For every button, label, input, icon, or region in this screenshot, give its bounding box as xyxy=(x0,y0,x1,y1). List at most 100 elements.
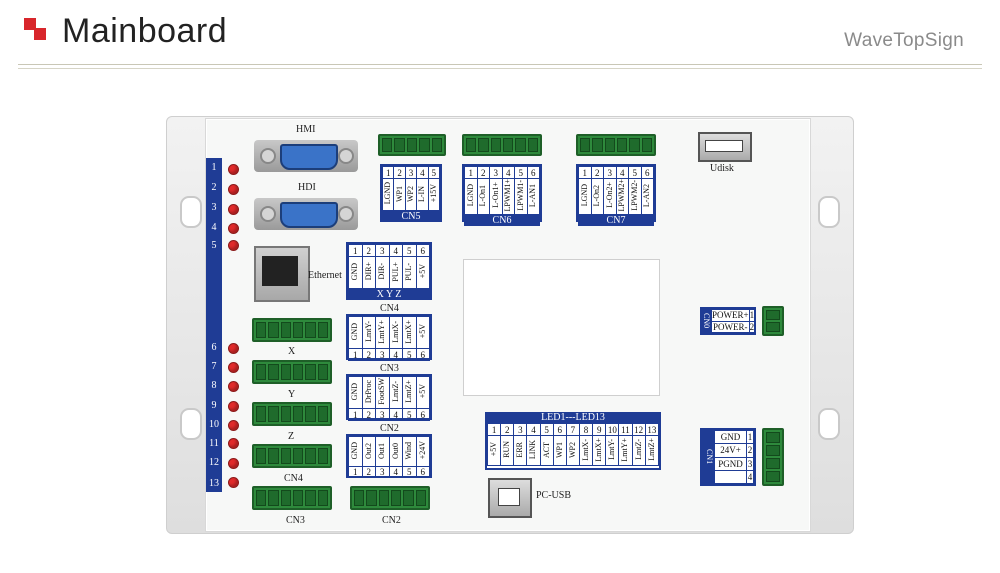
pin-label: L-On1+ xyxy=(490,182,500,209)
pin-number: 6 xyxy=(552,423,567,436)
pin-label: FootSW xyxy=(377,378,387,405)
pin-label: LPWM2+ xyxy=(617,179,627,212)
pin-number: 3 xyxy=(404,166,418,179)
pin-number: 4 xyxy=(526,423,541,436)
led-number: 9 xyxy=(211,400,217,411)
logo-square-bottom xyxy=(34,28,46,40)
pin-label: 24V+ xyxy=(713,443,748,458)
cn7-terminal[interactable] xyxy=(576,134,656,156)
pin-label: LmtZ- xyxy=(390,381,400,402)
status-led xyxy=(228,204,239,215)
pin-number: 4 xyxy=(388,348,403,361)
pin-number: 9 xyxy=(592,423,607,436)
pin-label: +5V xyxy=(489,442,499,457)
pin-number: 2 xyxy=(476,166,490,179)
mounting-slot xyxy=(818,196,840,228)
pin-number: 2 xyxy=(361,348,376,361)
pin-label: LmtZ- xyxy=(633,439,643,460)
pc-usb-label: PC-USB xyxy=(536,490,572,501)
pin-label: ACT xyxy=(541,441,551,458)
z-terminal-label: Z xyxy=(288,431,295,442)
screw-icon xyxy=(260,206,276,222)
pin-number: 5 xyxy=(539,423,554,436)
pin-number: 1 xyxy=(578,166,592,179)
pin-label: PUL+ xyxy=(390,261,400,282)
pin-label: DrProc xyxy=(363,379,373,404)
status-led xyxy=(228,164,239,175)
pin-label: PGND xyxy=(713,456,748,471)
z-axis-terminal[interactable] xyxy=(252,402,332,426)
page-title: Mainboard xyxy=(62,12,228,50)
pin-number: 4 xyxy=(388,408,403,421)
screw-icon xyxy=(338,206,354,222)
pin-label: LmtZ+ xyxy=(646,438,656,461)
x-terminal-label: X xyxy=(288,346,296,357)
pin-number: 2 xyxy=(361,408,376,421)
pin-number: 1 xyxy=(348,408,363,421)
status-led xyxy=(228,343,239,354)
cn3-terminal[interactable] xyxy=(252,486,332,510)
pin-label: GND xyxy=(350,441,360,460)
pin-label: LPWM1- xyxy=(515,179,525,211)
pin-label: +5V xyxy=(417,264,427,279)
pin-number: 5 xyxy=(514,166,528,179)
cn4-terminal-label: CN4 xyxy=(284,473,303,484)
pin-number: 3 xyxy=(489,166,503,179)
header-divider-secondary xyxy=(18,68,982,69)
pc-usb-port[interactable] xyxy=(488,478,532,518)
pin-label: LPWM1+ xyxy=(503,179,513,212)
pin-label: LmtX+ xyxy=(594,437,604,462)
status-led xyxy=(228,223,239,234)
pin-number: 3 xyxy=(746,456,754,471)
pin-number: 1 xyxy=(746,429,754,445)
pin-number: 4 xyxy=(388,244,403,257)
pin-label: +5V xyxy=(417,324,427,339)
pin-number: 3 xyxy=(603,166,617,179)
cn2-terminal[interactable] xyxy=(350,486,430,510)
cn0-title: CN0 xyxy=(702,309,711,333)
hdi-connector[interactable] xyxy=(254,198,358,230)
cn3-title: CN3 xyxy=(380,363,399,374)
x-axis-terminal[interactable] xyxy=(252,318,332,342)
led-number: 10 xyxy=(209,419,219,430)
pin-label: L-On2+ xyxy=(604,182,614,209)
pin-number: 11 xyxy=(618,423,633,436)
pin-label: GND xyxy=(350,262,360,281)
pin-label: LmtZ+ xyxy=(404,380,414,403)
pin-label: LPWM2- xyxy=(629,179,639,211)
power-cn1-terminal[interactable] xyxy=(762,428,784,486)
axes-title: X Y Z xyxy=(348,289,430,300)
pin-number: 3 xyxy=(513,423,528,436)
ethernet-port[interactable] xyxy=(254,246,310,302)
screw-icon xyxy=(260,148,276,164)
usb-a-socket-icon xyxy=(705,140,743,152)
cn6-title: CN6 xyxy=(464,214,540,226)
pin-label: LmtX- xyxy=(581,438,591,461)
pin-label: GND xyxy=(350,322,360,341)
pin-label: GND xyxy=(350,382,360,401)
pin-number: 5 xyxy=(427,166,441,179)
y-axis-terminal[interactable] xyxy=(252,360,332,384)
pin-number: 12 xyxy=(631,423,646,436)
pin-number: 1 xyxy=(348,244,363,257)
pin-label: Wind xyxy=(404,441,414,460)
pin-label: PUL- xyxy=(404,262,414,281)
y-terminal-label: Y xyxy=(288,389,296,400)
pin-number: 4 xyxy=(501,166,515,179)
power-cn0-terminal[interactable] xyxy=(762,306,784,336)
pin-label: RUN xyxy=(502,441,512,458)
cn4-terminal[interactable] xyxy=(252,444,332,468)
hmi-connector[interactable] xyxy=(254,140,358,172)
udisk-port[interactable] xyxy=(698,132,752,162)
pin-label: L-AN1 xyxy=(528,183,538,207)
pin-number: 2 xyxy=(746,443,754,458)
pin-number: 5 xyxy=(402,348,417,361)
led-number: 13 xyxy=(209,478,219,489)
led-number: 5 xyxy=(211,240,217,251)
led-number: 1 xyxy=(211,162,217,173)
cn6-terminal[interactable] xyxy=(462,134,542,156)
cn5-terminal[interactable] xyxy=(378,134,446,156)
